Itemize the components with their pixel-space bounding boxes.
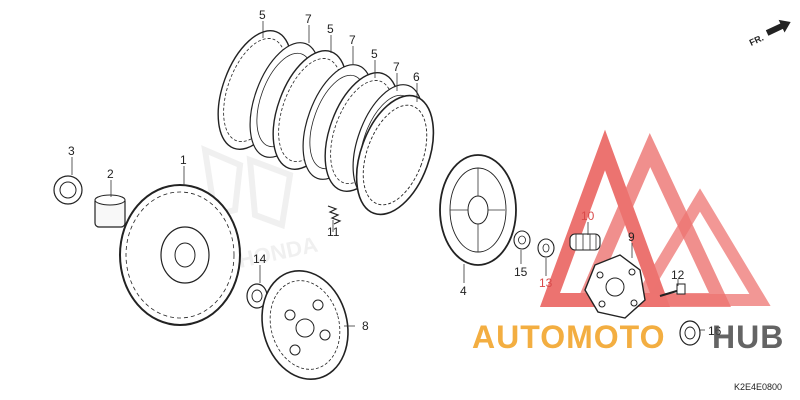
callout-15: 15	[514, 265, 528, 279]
part-3-collar	[53, 175, 83, 205]
callout-10: 10	[581, 209, 595, 223]
callout-16: 16	[708, 324, 722, 338]
callout-4: 4	[460, 284, 467, 298]
callout-13: 13	[539, 276, 553, 290]
callout-5c: 5	[371, 47, 378, 61]
part-16-bearing	[679, 320, 701, 346]
callout-11: 11	[327, 225, 340, 239]
callout-1: 1	[180, 153, 187, 167]
part-10-clutch-spring	[569, 233, 601, 251]
part-14-washer	[246, 283, 268, 309]
watermark-logo	[539, 129, 771, 307]
part-11-spring	[327, 205, 342, 225]
part-2-bushing	[94, 194, 126, 228]
part-1-clutch-outer	[119, 184, 241, 326]
callout-7b: 7	[349, 33, 356, 47]
callout-7c: 7	[393, 60, 400, 74]
callout-labels: 3 2 1 5 7 5 7 5 7 6 11 14 8 4 15 13 10 9…	[68, 8, 722, 338]
callout-5b: 5	[327, 22, 334, 36]
callout-9: 9	[628, 230, 635, 244]
part-12-bolt	[659, 283, 686, 297]
callout-3: 3	[68, 144, 75, 158]
callout-7a: 7	[305, 12, 312, 26]
part-9-lifter-plate	[584, 254, 646, 319]
part-15-washer	[513, 230, 531, 250]
front-label: FR.	[748, 33, 765, 48]
callout-12: 12	[671, 268, 685, 282]
part-8-pressure-plate	[261, 269, 349, 381]
callout-6: 6	[413, 70, 420, 84]
plate-6	[355, 94, 435, 216]
callout-2: 2	[107, 167, 114, 181]
callout-8: 8	[362, 319, 369, 333]
diagram-code: K2E4E0800	[734, 382, 782, 392]
watermark-brand-left: AUTOMOTO	[472, 319, 665, 355]
callout-5a: 5	[259, 8, 266, 22]
leader-lines	[71, 21, 705, 331]
part-4-clutch-center	[439, 154, 517, 266]
callout-14: 14	[253, 252, 267, 266]
part-13-lock-washer	[537, 238, 555, 258]
honda-wordmark: HONDA	[236, 232, 320, 273]
watermark-brand-right: HUB	[712, 319, 784, 355]
watermark-brand: AUTOMOTO HUB	[472, 319, 784, 355]
front-direction-indicator: FR.	[748, 19, 791, 48]
clutch-plate-stack	[217, 30, 435, 216]
